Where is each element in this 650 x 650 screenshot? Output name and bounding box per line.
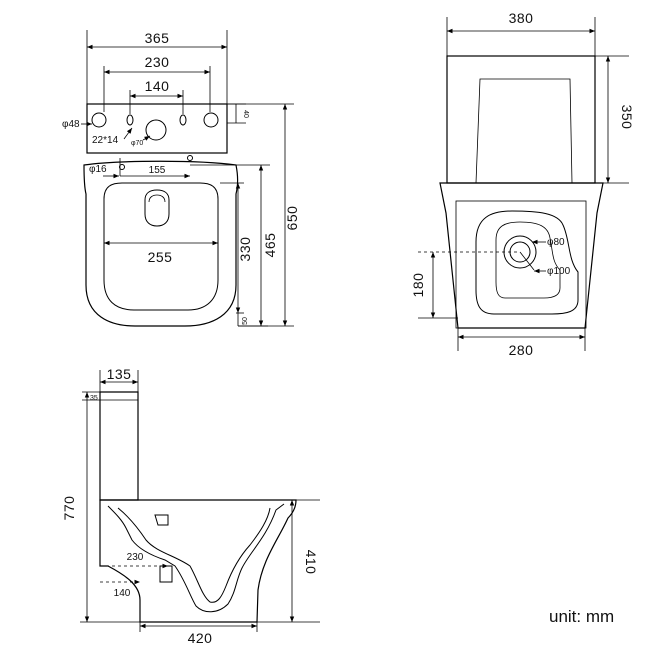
front-pan-inner — [455, 200, 587, 329]
label-outlet-outer-dia: φ100 — [547, 266, 571, 277]
dim-pan-height: 410 — [303, 550, 319, 575]
dim-outlet-distance-bottom: 140 — [114, 588, 131, 599]
side-view: 135 35 770 410 230 140 420 — [61, 366, 320, 646]
left-tank-hole — [91, 112, 107, 128]
bowl-inner — [103, 182, 219, 311]
side-flush-valve — [154, 514, 169, 526]
bowl-flush-hole — [144, 189, 170, 227]
dim-button-spacing: 140 — [145, 78, 170, 94]
dim-lid-thickness: 35 — [90, 395, 98, 402]
button-hole — [145, 119, 167, 141]
dim-seat-length: 465 — [262, 233, 278, 258]
side-trap — [107, 503, 285, 613]
left-slot — [126, 114, 134, 126]
front-tank-inner — [475, 78, 573, 184]
dim-tank-width: 365 — [145, 30, 170, 46]
dim-top-width: 380 — [509, 10, 534, 26]
right-slot — [179, 114, 187, 126]
front-trap-outer — [475, 210, 579, 315]
side-outlet — [159, 565, 173, 583]
front-tank — [446, 55, 596, 184]
dim-bowl-length: 330 — [237, 237, 253, 262]
left-pin — [119, 164, 125, 170]
dim-outlet-distance-top: 230 — [127, 552, 144, 563]
label-button-dia: φ70 — [131, 140, 143, 147]
side-trap-inner — [117, 507, 271, 603]
front-pan — [439, 182, 604, 329]
unit-label: unit: mm — [549, 607, 615, 626]
bowl-flush-inner — [148, 194, 166, 203]
top-view: 365 230 140 φ48 22*14 φ70 40 φ16 155 255 — [62, 30, 300, 327]
label-tank-hole-dia: φ48 — [62, 119, 80, 130]
dim-hole-spacing: 230 — [145, 54, 170, 70]
right-pin — [187, 155, 193, 161]
dim-rim-gap: 50 — [242, 317, 249, 325]
tank-outline — [86, 103, 228, 154]
right-tank-hole — [203, 112, 219, 128]
dim-base-length: 420 — [188, 630, 213, 646]
dim-hinge-spacing: 155 — [149, 165, 166, 176]
dim-overall-height: 770 — [61, 496, 77, 521]
side-tank — [99, 391, 139, 501]
front-trap-inner — [495, 221, 561, 299]
label-tank-slot: 22*14 — [92, 135, 119, 146]
dim-tank-depth: 40 — [242, 110, 249, 118]
dim-side-tank-depth: 135 — [107, 366, 132, 382]
dim-overall-length: 650 — [284, 206, 300, 231]
bowl-outline — [83, 160, 239, 327]
dim-base-width: 280 — [509, 342, 534, 358]
dim-tank-height: 350 — [619, 105, 635, 130]
dim-bowl-width: 255 — [148, 249, 173, 265]
front-view: 380 350 φ80 φ100 180 280 — [410, 10, 635, 358]
label-small-hole-dia: φ16 — [89, 164, 107, 175]
dim-outlet-height: 180 — [410, 273, 426, 298]
label-outlet-dia: φ80 — [547, 237, 565, 248]
